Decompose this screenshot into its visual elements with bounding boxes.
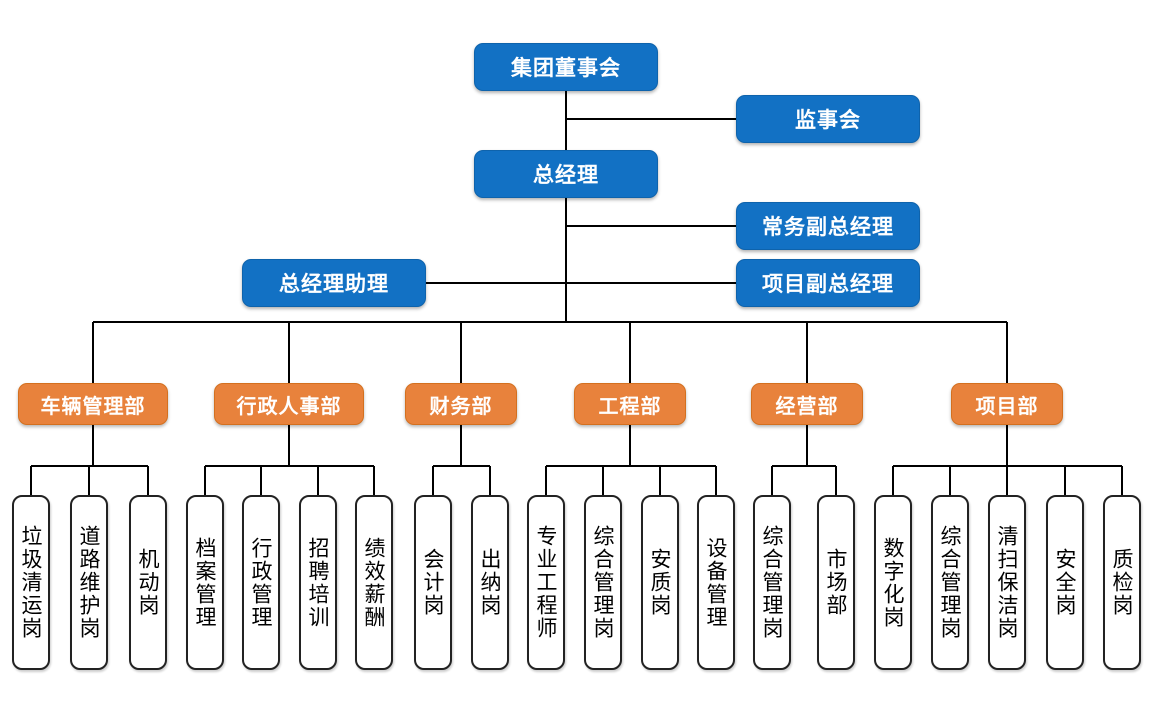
node-label: 项目副总经理 <box>762 272 894 296</box>
node-label: 集团董事会 <box>511 56 621 80</box>
node-position-cashier[interactable]: 出纳岗 <box>471 495 509 670</box>
node-department-admin-hr[interactable]: 行政人事部 <box>214 383 364 425</box>
node-label: 综合管理岗 <box>591 525 616 640</box>
node-label: 经营部 <box>775 393 839 418</box>
node-label: 设备管理 <box>704 536 729 629</box>
node-position-mobile-unit[interactable]: 机动岗 <box>129 495 167 670</box>
node-label: 绩效薪酬 <box>362 536 387 629</box>
node-position-performance-compensation[interactable]: 绩效薪酬 <box>355 495 393 670</box>
node-label: 总经理 <box>533 163 599 187</box>
node-label: 综合管理岗 <box>938 525 963 640</box>
node-department-operations[interactable]: 经营部 <box>751 383 863 425</box>
node-label: 质检岗 <box>1110 548 1135 617</box>
node-label: 车辆管理部 <box>40 393 146 418</box>
node-position-admin-management[interactable]: 行政管理 <box>242 495 280 670</box>
node-position-safety[interactable]: 安全岗 <box>1046 495 1084 670</box>
node-label: 总经理助理 <box>279 272 389 296</box>
node-label: 监事会 <box>795 108 861 132</box>
node-label: 清扫保洁岗 <box>995 525 1020 640</box>
node-position-professional-engineer[interactable]: 专业工程师 <box>527 495 565 670</box>
node-position-marketing[interactable]: 市场部 <box>817 495 855 670</box>
node-supervisory-board[interactable]: 监事会 <box>736 95 920 143</box>
node-position-operations-general-management[interactable]: 综合管理岗 <box>753 495 791 670</box>
node-label: 安全岗 <box>1053 548 1078 617</box>
node-label: 专业工程师 <box>534 525 559 640</box>
node-label: 安质岗 <box>648 548 673 617</box>
node-label: 会计岗 <box>421 548 446 617</box>
node-position-safety-quality[interactable]: 安质岗 <box>641 495 679 670</box>
node-position-engineering-general-management[interactable]: 综合管理岗 <box>584 495 622 670</box>
node-position-cleaning-sanitation[interactable]: 清扫保洁岗 <box>988 495 1026 670</box>
node-executive-deputy-gm[interactable]: 常务副总经理 <box>736 202 920 250</box>
node-label: 行政人事部 <box>236 393 342 418</box>
node-label: 项目部 <box>975 393 1039 418</box>
node-position-records-management[interactable]: 档案管理 <box>186 495 224 670</box>
node-position-quality-inspection[interactable]: 质检岗 <box>1103 495 1141 670</box>
node-gm-assistant[interactable]: 总经理助理 <box>242 259 426 307</box>
node-label: 市场部 <box>824 548 849 617</box>
node-position-digitalization[interactable]: 数字化岗 <box>874 495 912 670</box>
node-label: 招聘培训 <box>306 536 331 629</box>
node-position-recruitment-training[interactable]: 招聘培训 <box>299 495 337 670</box>
node-position-project-general-management[interactable]: 综合管理岗 <box>931 495 969 670</box>
node-label: 财务部 <box>429 393 493 418</box>
node-position-waste-transport[interactable]: 垃圾清运岗 <box>12 495 50 670</box>
node-label: 道路维护岗 <box>77 525 102 640</box>
node-label: 垃圾清运岗 <box>19 525 44 640</box>
node-position-road-maintenance[interactable]: 道路维护岗 <box>70 495 108 670</box>
node-label: 工程部 <box>598 393 662 418</box>
node-general-manager[interactable]: 总经理 <box>474 150 658 198</box>
node-label: 综合管理岗 <box>760 525 785 640</box>
node-label: 档案管理 <box>193 536 218 629</box>
node-department-engineering[interactable]: 工程部 <box>574 383 686 425</box>
node-position-accounting[interactable]: 会计岗 <box>414 495 452 670</box>
node-label: 行政管理 <box>249 536 274 629</box>
node-position-equipment-management[interactable]: 设备管理 <box>697 495 735 670</box>
node-department-vehicle-management[interactable]: 车辆管理部 <box>18 383 168 425</box>
node-label: 出纳岗 <box>478 548 503 617</box>
node-project-deputy-gm[interactable]: 项目副总经理 <box>736 259 920 307</box>
node-label: 常务副总经理 <box>762 215 894 239</box>
node-label: 数字化岗 <box>881 536 906 629</box>
node-department-finance[interactable]: 财务部 <box>405 383 517 425</box>
node-label: 机动岗 <box>136 548 161 617</box>
node-board-of-directors[interactable]: 集团董事会 <box>474 43 658 91</box>
node-department-project[interactable]: 项目部 <box>951 383 1063 425</box>
